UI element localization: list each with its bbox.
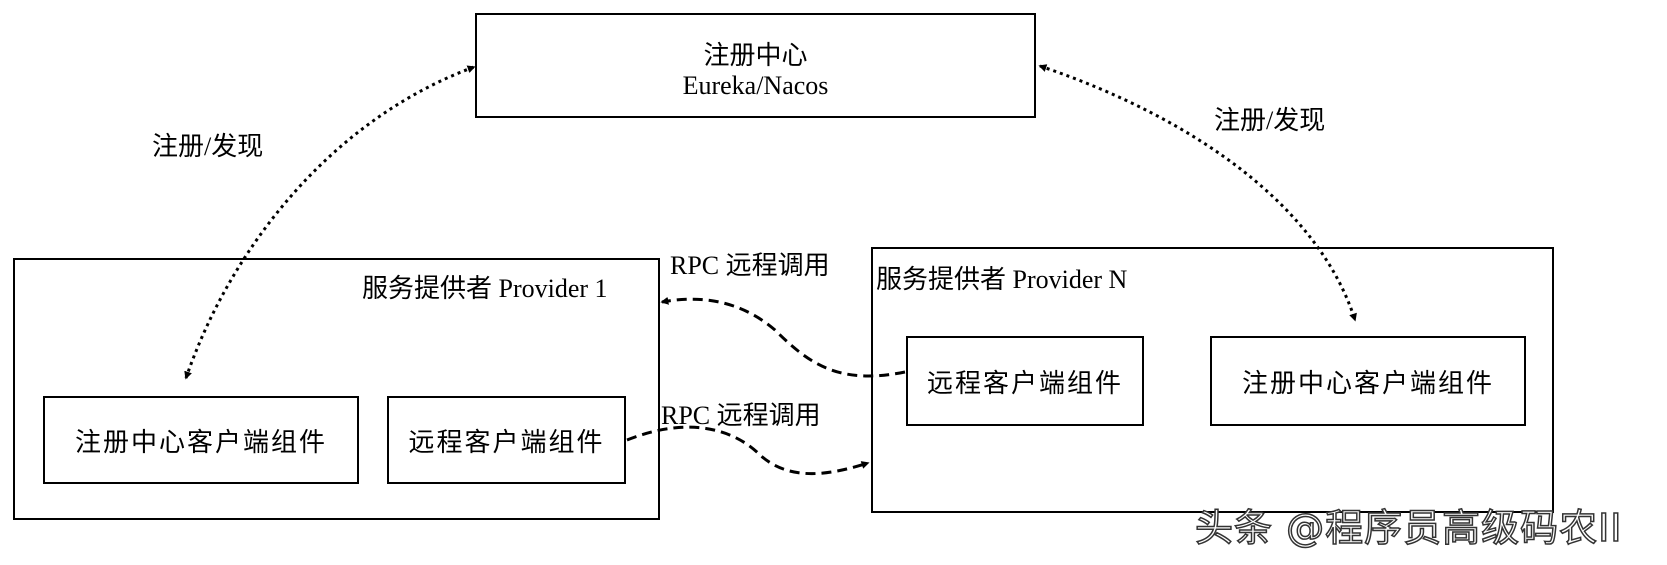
provider-n-remote-client: 远程客户端组件 (906, 336, 1144, 426)
provider-1-remote-client: 远程客户端组件 (387, 396, 626, 484)
watermark: 头条 @程序员高级码农II (1194, 505, 1623, 551)
provider-n-registry-client: 注册中心客户端组件 (1210, 336, 1526, 426)
rpc-call-arrow-top (660, 296, 906, 378)
register-discover-arrow-right (1038, 64, 1357, 322)
registry-center-box: 注册中心 Eureka/Nacos (475, 13, 1036, 118)
rpc-call-label-bottom: RPC 远程调用 (661, 401, 821, 430)
registry-center-subtitle: Eureka/Nacos (682, 71, 829, 100)
rpc-call-arrow-bottom (626, 425, 870, 476)
register-discover-arrow-left (184, 65, 476, 380)
rpc-call-label-top: RPC 远程调用 (670, 251, 830, 280)
provider-1-registry-client: 注册中心客户端组件 (43, 396, 359, 484)
registry-center-title: 注册中心 (703, 41, 808, 70)
